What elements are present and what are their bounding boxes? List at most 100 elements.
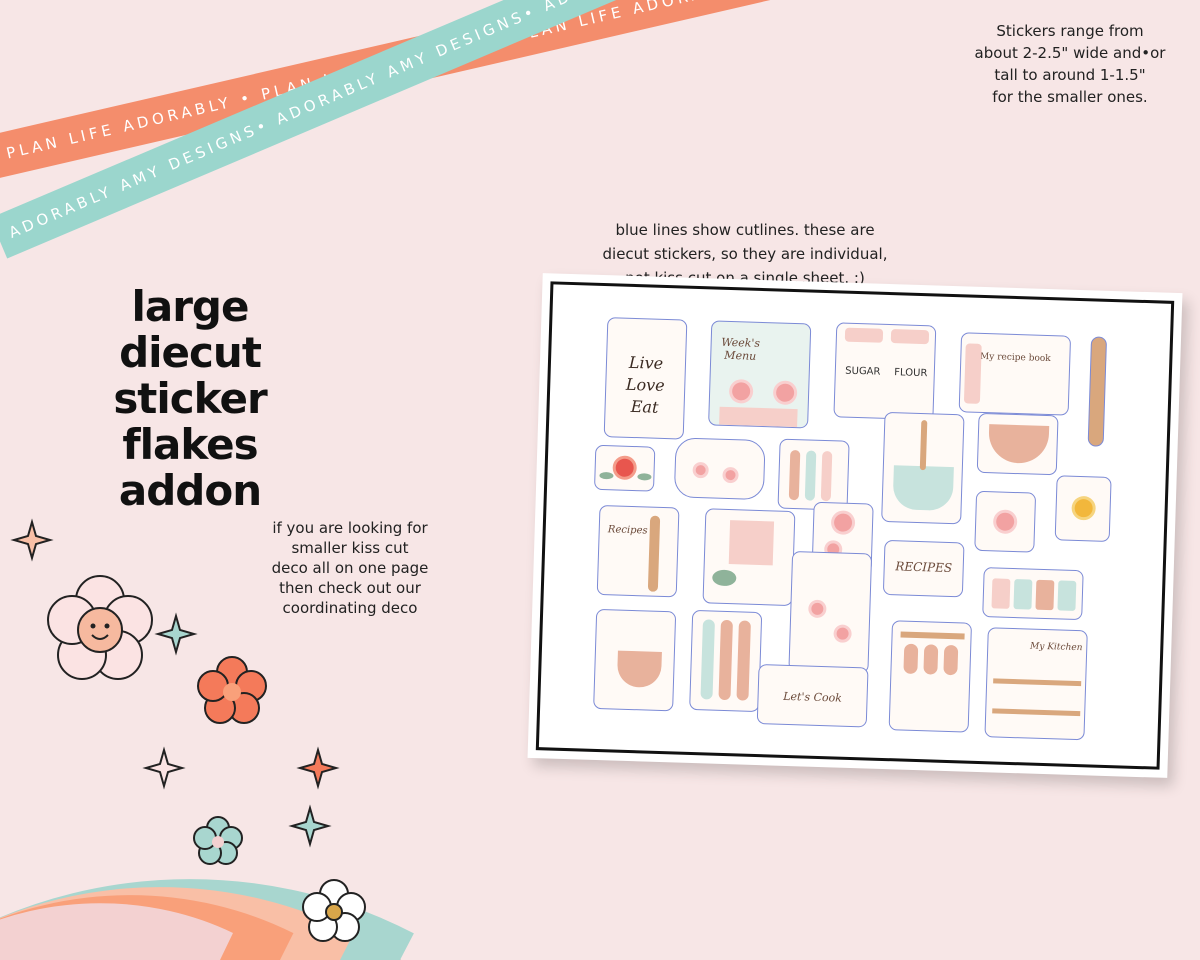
flower-icon [995,512,1015,531]
jar-lid [890,329,930,345]
kiss-cut-line: deco all on one page [271,559,429,577]
sticker-size-line: for the smaller ones. [992,88,1148,106]
spoon [804,450,817,501]
kiss-cut-line: if you are looking for [272,519,428,537]
sticker-label: SUGAR [845,365,881,378]
kiss-cut-note: if you are looking for smaller kiss cut … [250,518,450,618]
lets-cook-sticker: Let's Cook [756,664,869,728]
flower-icon [811,602,824,616]
herb-basket-sticker [702,508,796,607]
utensil [718,619,733,701]
mixer-bowl [616,650,662,688]
colander-bowl [988,424,1050,465]
title-line: addon [118,466,262,515]
live-love-eat-sticker: Live Love Eat [603,317,688,440]
sparkle-icon [10,518,54,562]
spice-jar [1057,580,1077,611]
flower-icon [833,513,853,532]
weeks-menu-sticker: Week's Menu [708,320,812,429]
floral-teacup-sticker [881,411,965,525]
stand-mixer-sticker [593,608,677,712]
leaf-icon [637,473,652,481]
sticker-size-note: Stickers range from about 2-2.5" wide an… [960,20,1180,108]
sticker-label: Love [625,374,665,395]
flower-icon [1074,498,1093,518]
title-line: large [131,282,249,331]
sticker-label: Let's Cook [783,689,843,705]
utensil [919,420,928,471]
leaf-icon [599,471,614,480]
kiss-cut-line: smaller kiss cut [291,539,409,557]
sparkle-icon [154,612,198,656]
cutline-line: blue lines show cutlines. these are [615,221,875,239]
sticker-label: Eat [630,396,659,417]
mint-flower-icon [193,816,243,865]
shelf [992,708,1081,717]
rainbow-decoration [0,518,414,960]
floral-apron-sticker [788,551,873,674]
hanging-pot [903,643,919,675]
sparkle-icon [142,746,186,790]
rolling-pin-sticker [1087,336,1108,447]
sticker-label: Recipes [607,524,648,537]
utensil [736,620,751,701]
recipes-sign-sticker: RECIPES [882,539,965,598]
sticker-label: RECIPES [895,559,953,576]
sticker-label: My Kitchen [1029,641,1083,654]
spice-jar [1013,579,1033,610]
my-kitchen-shelf-sticker: My Kitchen [984,627,1088,741]
hanging-pot [923,644,939,675]
flower-icon [695,464,706,476]
flower-icon [836,627,849,640]
flower-icon [731,382,751,401]
wooden-spoon [647,515,661,592]
flower-icon [615,458,634,478]
pink-flower-sticker [974,490,1037,553]
card [728,520,775,566]
sticker-label: Live [628,352,664,373]
spoon [820,450,833,502]
smiley-flower-icon [47,575,153,680]
flower-icon [775,383,795,403]
orange-flower-icon [197,656,267,724]
sticker-size-line: tall to around 1-1.5" [994,66,1146,84]
sticker-label: Week's Menu [721,335,761,363]
leaf-icon [712,569,737,587]
spice-jar [1035,579,1055,611]
sugar-flour-jars-sticker: SUGAR FLOUR [833,322,937,421]
kiss-cut-line: then check out our [279,579,421,597]
recipe-book-sticker: My recipe book [958,332,1072,416]
title-line: sticker flakes [113,374,267,469]
slow-cooker-sticker [673,437,766,501]
rack-bar [900,631,965,640]
copper-colander-sticker [976,412,1059,476]
sticker-size-line: Stickers range from [996,22,1144,40]
jar-lid [844,327,884,343]
flower-icon [725,469,736,481]
teacup [892,465,954,512]
gingham-cloth [719,406,798,428]
shelf [993,678,1082,687]
spice-jar [991,578,1011,609]
sticker-label: FLOUR [894,367,928,380]
cutline-line: diecut stickers, so they are individual, [602,245,888,263]
pot-rack-sticker [888,620,973,733]
recipes-card-sticker: Recipes [596,504,680,598]
utensil [700,619,715,700]
measuring-spoons-sticker [777,438,850,511]
title-line: diecut [119,328,262,377]
white-flower-icon [302,879,366,942]
hanging-pot [943,644,959,676]
sticker-sheet-preview: Live Love Eat Week's Menu SUGAR FLOUR My… [527,273,1183,778]
sparkle-icon [296,746,340,790]
utensils-sticker [689,609,763,713]
yellow-flower-sticker [1054,475,1112,543]
sparkle-icon [288,804,332,848]
spice-jars-sticker [982,567,1084,621]
spoon [788,449,801,501]
kiss-cut-line: coordinating deco [282,599,418,617]
sticker-size-line: about 2-2.5" wide and•or [974,44,1166,62]
rose-flower-sticker [593,444,656,492]
sticker-grid: Live Love Eat Week's Menu SUGAR FLOUR My… [548,294,1162,758]
product-title: large diecut sticker flakes addon [40,284,340,514]
